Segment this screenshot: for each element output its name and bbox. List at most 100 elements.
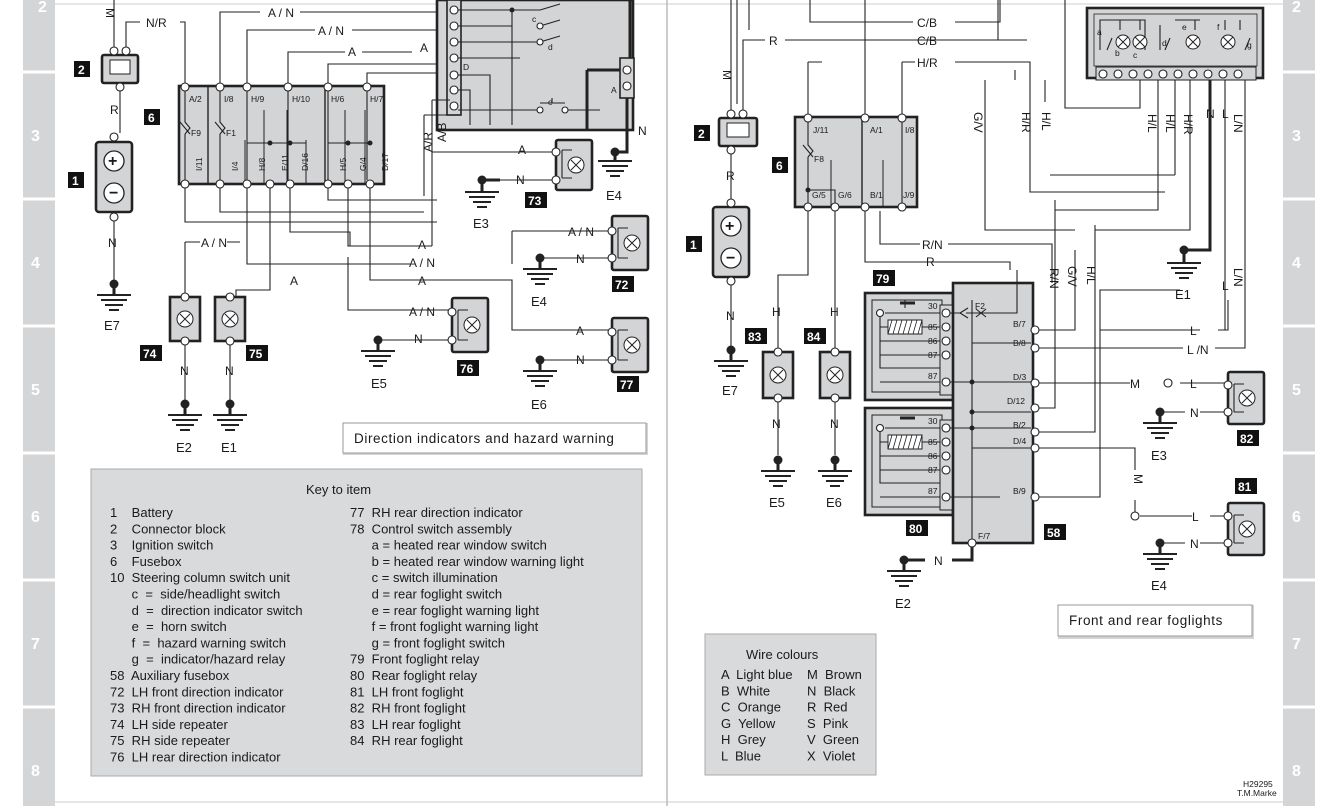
diagram-title-right: Front and rear foglights (1057, 604, 1254, 639)
key-line: 10 Steering column switch unit (110, 570, 290, 585)
svg-text:E1: E1 (221, 440, 237, 455)
key-line: c = switch illumination (350, 570, 498, 585)
svg-text:b: b (1115, 48, 1120, 58)
steering-column-switch-unit: D c d e A (435, 0, 635, 132)
svg-text:73: 73 (528, 194, 542, 208)
key-line: 73 RH front direction indicator (110, 701, 286, 716)
svg-text:87: 87 (928, 371, 938, 381)
ground-e7-right: E7 (714, 345, 748, 398)
svg-text:F8: F8 (814, 154, 824, 164)
key-line: 80 Rear foglight relay (350, 668, 478, 683)
strip-number: 3 (31, 128, 40, 145)
key-line: 81 LH front foglight (350, 684, 464, 699)
svg-text:86: 86 (928, 336, 938, 346)
strip-number: 7 (1292, 636, 1301, 653)
wire-label: A / N (268, 6, 294, 20)
key-line: f = front foglight warning light (350, 619, 539, 634)
svg-text:76: 76 (460, 362, 474, 376)
ground-e7-left: E7 (97, 284, 131, 333)
strip-number: 7 (31, 636, 40, 653)
strip-number: 8 (31, 763, 40, 780)
key-line: R Red (807, 700, 847, 715)
rh-front-direction-indicator-73 (432, 138, 594, 192)
fusebox-6-right: J/11 A/1 I/8 G/5 G/6 B/1 J/9 F8 (793, 0, 919, 212)
ground-e4b-left: E4 (523, 253, 557, 309)
svg-text:80: 80 (909, 522, 923, 536)
svg-text:85: 85 (928, 322, 938, 332)
svg-text:A/R: A/R (421, 132, 435, 152)
component-tag-81: 81 (1235, 478, 1257, 494)
svg-text:D/4: D/4 (1013, 436, 1027, 446)
svg-text:2: 2 (698, 127, 705, 141)
key-line: 76 LH rear direction indicator (110, 750, 281, 765)
svg-text:N: N (1190, 537, 1199, 551)
component-tag-6-right: 6 (772, 157, 788, 173)
svg-text:G/5: G/5 (812, 190, 826, 200)
svg-text:L: L (1190, 377, 1197, 391)
svg-text:2: 2 (78, 63, 85, 77)
ground-e4-right: E4 (1143, 538, 1177, 593)
svg-text:E7: E7 (104, 318, 120, 333)
svg-text:R: R (926, 255, 935, 269)
key-line: N Black (807, 683, 856, 698)
svg-text:F2: F2 (975, 301, 985, 311)
strip-number: 2 (1292, 0, 1301, 16)
svg-text:30: 30 (928, 301, 938, 311)
svg-text:A/2: A/2 (189, 94, 202, 104)
right-page-strip: 2 3 4 5 6 7 8 (1283, 0, 1315, 806)
svg-text:A / N: A / N (568, 225, 594, 239)
key-line: 78 Control switch assembly (350, 521, 512, 536)
svg-text:B/1: B/1 (870, 190, 883, 200)
fusebox-6: A/2 I/8 H/9 H/10 H/6 H/7 I/11 I/4 H/8 E/… (177, 82, 390, 189)
component-tag-76: 76 (457, 360, 479, 376)
svg-text:G/V: G/V (971, 112, 985, 133)
key-line: a = heated rear window switch (350, 538, 547, 553)
strip-number: 5 (1292, 382, 1301, 399)
svg-text:B/9: B/9 (1013, 486, 1026, 496)
svg-text:E3: E3 (473, 216, 489, 231)
svg-text:N: N (934, 554, 943, 568)
rh-rear-direction-indicator-77 (540, 316, 650, 374)
key-line: 77 RH rear direction indicator (350, 505, 523, 520)
svg-text:E4: E4 (531, 294, 547, 309)
svg-text:A: A (611, 85, 617, 95)
svg-text:+: + (108, 153, 117, 170)
ground-e3-right: E3 (1143, 407, 1177, 463)
svg-text:58: 58 (1047, 526, 1061, 540)
svg-text:A / N: A / N (409, 305, 435, 319)
component-tag-74: 74 (140, 345, 162, 361)
key-line: 79 Front foglight relay (350, 652, 480, 667)
rh-rear-foglight-84 (818, 347, 852, 403)
svg-text:A/1: A/1 (870, 125, 883, 135)
svg-text:E/11: E/11 (280, 154, 290, 171)
svg-text:A: A (418, 238, 426, 252)
key-line: 2 Connector block (110, 521, 226, 536)
diagram-title-left: Direction indicators and hazard warning (342, 422, 648, 455)
svg-text:H/5: H/5 (338, 158, 348, 172)
svg-text:C/B: C/B (917, 16, 937, 30)
left-diagram: + − 1 2 M N/R R N E7 (68, 0, 650, 455)
key-line: d = direction indicator switch (110, 603, 303, 618)
key-line: 83 LH rear foglight (350, 717, 461, 732)
svg-text:N: N (772, 417, 781, 431)
svg-text:M: M (1130, 377, 1140, 391)
key-line: e = rear foglight warning light (350, 603, 539, 618)
key-line: e = horn switch (110, 619, 227, 634)
key-line: 3 Ignition switch (110, 538, 213, 553)
connector-block-2 (100, 46, 140, 92)
ground-e3-left: E3 (465, 175, 500, 231)
left-page-strip: 2 3 4 5 6 7 8 (23, 0, 55, 806)
svg-text:J/11: J/11 (813, 125, 829, 135)
svg-text:e: e (1182, 22, 1187, 32)
reference-author: T.M.Marke (1237, 788, 1277, 798)
svg-text:F9: F9 (191, 128, 201, 138)
svg-text:g: g (1247, 40, 1252, 50)
svg-text:G/6: G/6 (838, 190, 852, 200)
svg-text:L: L (1190, 324, 1197, 338)
key-line: 6 Fusebox (110, 554, 182, 569)
component-tag-73: 73 (525, 192, 547, 208)
svg-text:E3: E3 (1151, 448, 1167, 463)
svg-text:L /N: L /N (1187, 343, 1209, 357)
